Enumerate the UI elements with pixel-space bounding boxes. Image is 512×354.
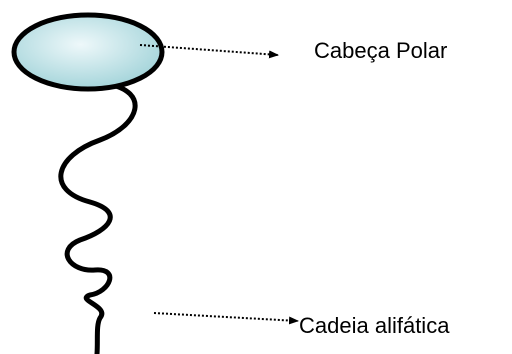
head-label: Cabeça Polar xyxy=(314,38,447,63)
polar-head xyxy=(14,15,162,89)
chain-arrow xyxy=(154,313,298,321)
aliphatic-chain xyxy=(61,84,135,354)
chain-label: Cadeia alifática xyxy=(299,313,450,338)
